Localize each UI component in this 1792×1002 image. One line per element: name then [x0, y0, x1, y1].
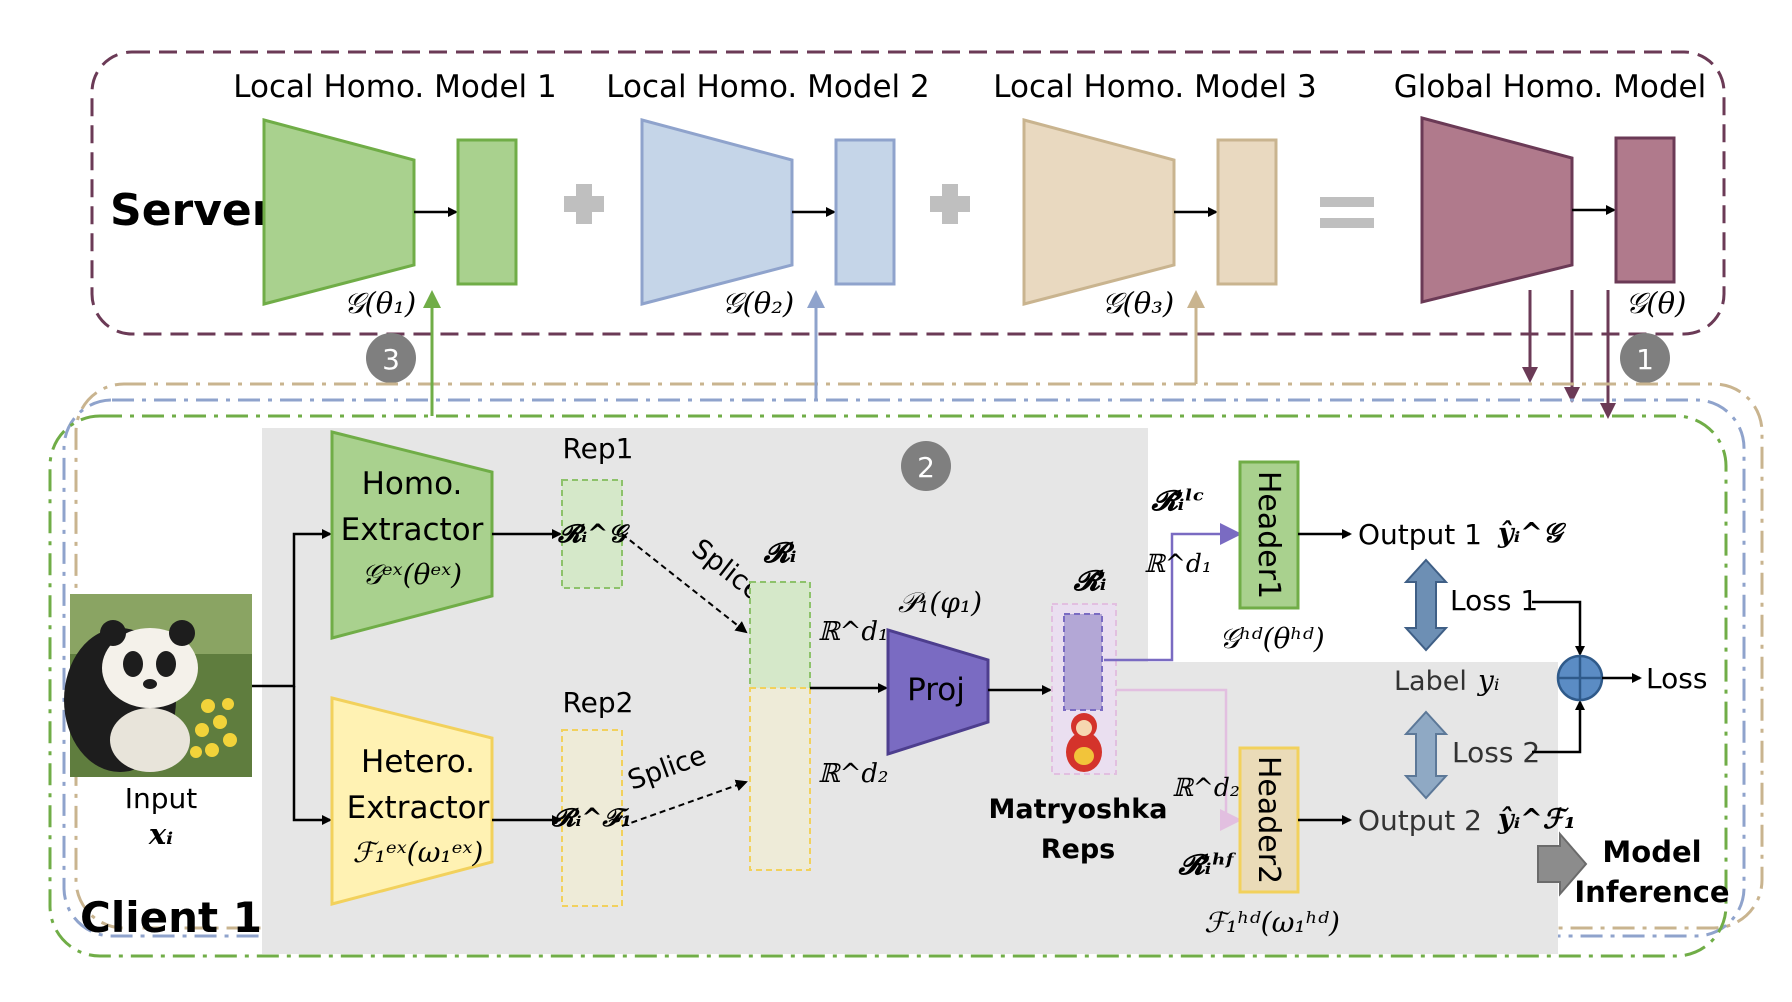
hetero-extractor	[330, 696, 494, 906]
loss1-to-sum-line	[1532, 600, 1585, 656]
proj-param: 𝒫₁(φ₁)	[898, 586, 982, 619]
matryoshka-to-header2-line	[1116, 688, 1242, 831]
matryoshka-symbol: 𝓡̃ᵢ	[1073, 564, 1107, 597]
label-text: Label	[1394, 666, 1467, 697]
step-3-badge	[366, 333, 416, 383]
rep2-title: Rep2	[562, 686, 633, 719]
input-symbol: 𝒙ᵢ	[148, 817, 173, 851]
header2-block	[1238, 746, 1300, 894]
local-model-3-encoder	[1022, 118, 1176, 306]
input-branch-line-lower	[292, 686, 332, 825]
inference-label-line1: Model	[1602, 835, 1701, 869]
concat-dim-2: ℝ^d₂	[818, 759, 888, 789]
local-model-2-title: Local Homo. Model 2	[606, 69, 929, 105]
rep2-box	[561, 729, 623, 907]
local-model-2-param: 𝒢(θ₂)	[722, 286, 794, 320]
header1-label: Header1	[1251, 471, 1286, 599]
header1-block	[1238, 460, 1300, 610]
local-model-2-head	[834, 138, 896, 286]
local-model-1-title: Local Homo. Model 1	[233, 69, 556, 105]
client-label: Client 1	[80, 893, 262, 942]
label-symbol: yᵢ	[1476, 664, 1499, 697]
global-model-head	[1614, 136, 1676, 284]
header2-rep: 𝓡̃ᵢʰᶠ	[1177, 848, 1236, 881]
global-model-title: Global Homo. Model	[1394, 69, 1706, 105]
output2-symbol: ŷᵢ^ℱ₁	[1497, 804, 1576, 835]
homo-extractor-line1: Homo.	[362, 466, 463, 502]
input-label: Input	[125, 782, 198, 815]
client-1-border	[48, 414, 1728, 958]
rep1-box	[561, 479, 623, 589]
inference-label-line2: Inference	[1574, 875, 1729, 909]
homo-extractor	[330, 430, 494, 640]
concat-rep-symbol: 𝓡ᵢ	[763, 536, 797, 569]
rep2-symbol: 𝓡ᵢ^ℱ₁	[551, 803, 632, 832]
local-model-3-title: Local Homo. Model 3	[993, 69, 1316, 105]
global-model-encoder	[1420, 116, 1574, 304]
matryoshka-to-header1-line	[1104, 523, 1242, 662]
local-model-3-head	[1216, 138, 1278, 286]
hetero-extractor-line2: Extractor	[347, 790, 490, 826]
loss2-double-arrow-icon	[1403, 710, 1449, 800]
splice-arrow-upper	[621, 533, 748, 634]
local-model-1-param: 𝒢(θ₁)	[344, 286, 416, 320]
concat-rep-top	[749, 581, 811, 689]
rep1-symbol: 𝓡ᵢ^𝒢	[557, 519, 630, 548]
step-2-number: 2	[917, 451, 935, 484]
header1-dim: ℝ^d₁	[1144, 549, 1212, 578]
step-3-number: 3	[382, 343, 400, 376]
input-branch-line	[252, 529, 332, 688]
server-border	[90, 50, 1726, 336]
header1-param: 𝒢ʰᵈ(θʰᵈ)	[1219, 622, 1324, 655]
matryoshka-label-line2: Reps	[1041, 834, 1116, 865]
equals-icon-lower	[1320, 218, 1374, 228]
inference-arrow-icon	[1537, 831, 1588, 897]
matryoshka-doll-icon	[1066, 713, 1102, 772]
equals-icon	[1320, 197, 1374, 207]
local-model-2-encoder	[640, 118, 794, 306]
header-region	[1148, 662, 1558, 954]
panda-image	[64, 594, 252, 777]
step-2-badge	[901, 441, 951, 491]
client-2-border	[62, 398, 1746, 938]
plus-icon	[930, 184, 970, 224]
local-model-1-encoder	[262, 118, 416, 306]
plus-icon	[564, 184, 604, 224]
loss1-label: Loss 1	[1450, 584, 1538, 617]
matryoshka-label-line1: Matryoshka	[989, 794, 1168, 825]
header2-label: Header2	[1251, 756, 1286, 884]
concat-dim-1: ℝ^d₁	[818, 617, 888, 647]
global-model-param: 𝒢(θ)	[1626, 286, 1687, 320]
output1-label: Output 1	[1358, 518, 1482, 551]
output2-label: Output 2	[1358, 804, 1482, 837]
step-1-number: 1	[1636, 343, 1654, 376]
local-model-1-head	[456, 138, 518, 286]
server-label: Server	[110, 185, 274, 236]
header2-param: ℱ₁ʰᵈ(ω₁ʰᵈ)	[1204, 906, 1340, 939]
loss2-to-sum-line	[1532, 700, 1585, 754]
header2-dim: ℝ^d₂	[1172, 773, 1240, 802]
proj-block	[886, 627, 990, 757]
local-model-3-param: 𝒢(θ₃)	[1102, 286, 1174, 320]
loss2-label: Loss 2	[1452, 736, 1540, 769]
rep1-title: Rep1	[562, 432, 633, 465]
homo-extractor-param: 𝒢ᵉˣ(θᵉˣ)	[362, 558, 462, 591]
loss1-double-arrow-icon	[1403, 558, 1449, 652]
hetero-extractor-param: ℱ₁ᵉˣ(ω₁ᵉˣ)	[353, 836, 484, 869]
hetero-extractor-line1: Hetero.	[361, 744, 475, 780]
sum-icon	[1556, 654, 1604, 702]
step-1-badge	[1620, 333, 1670, 383]
loss-label: Loss	[1646, 662, 1707, 695]
header1-rep: 𝓡̃ᵢˡᶜ	[1151, 484, 1205, 517]
output1-symbol: ŷᵢ^𝒢	[1497, 518, 1567, 549]
concat-rep-bottom	[749, 687, 811, 871]
matryoshka-inner-box	[1063, 613, 1103, 711]
splice-arrow-lower	[621, 779, 748, 827]
homo-extractor-line2: Extractor	[341, 512, 484, 548]
proj-label: Proj	[907, 672, 965, 708]
